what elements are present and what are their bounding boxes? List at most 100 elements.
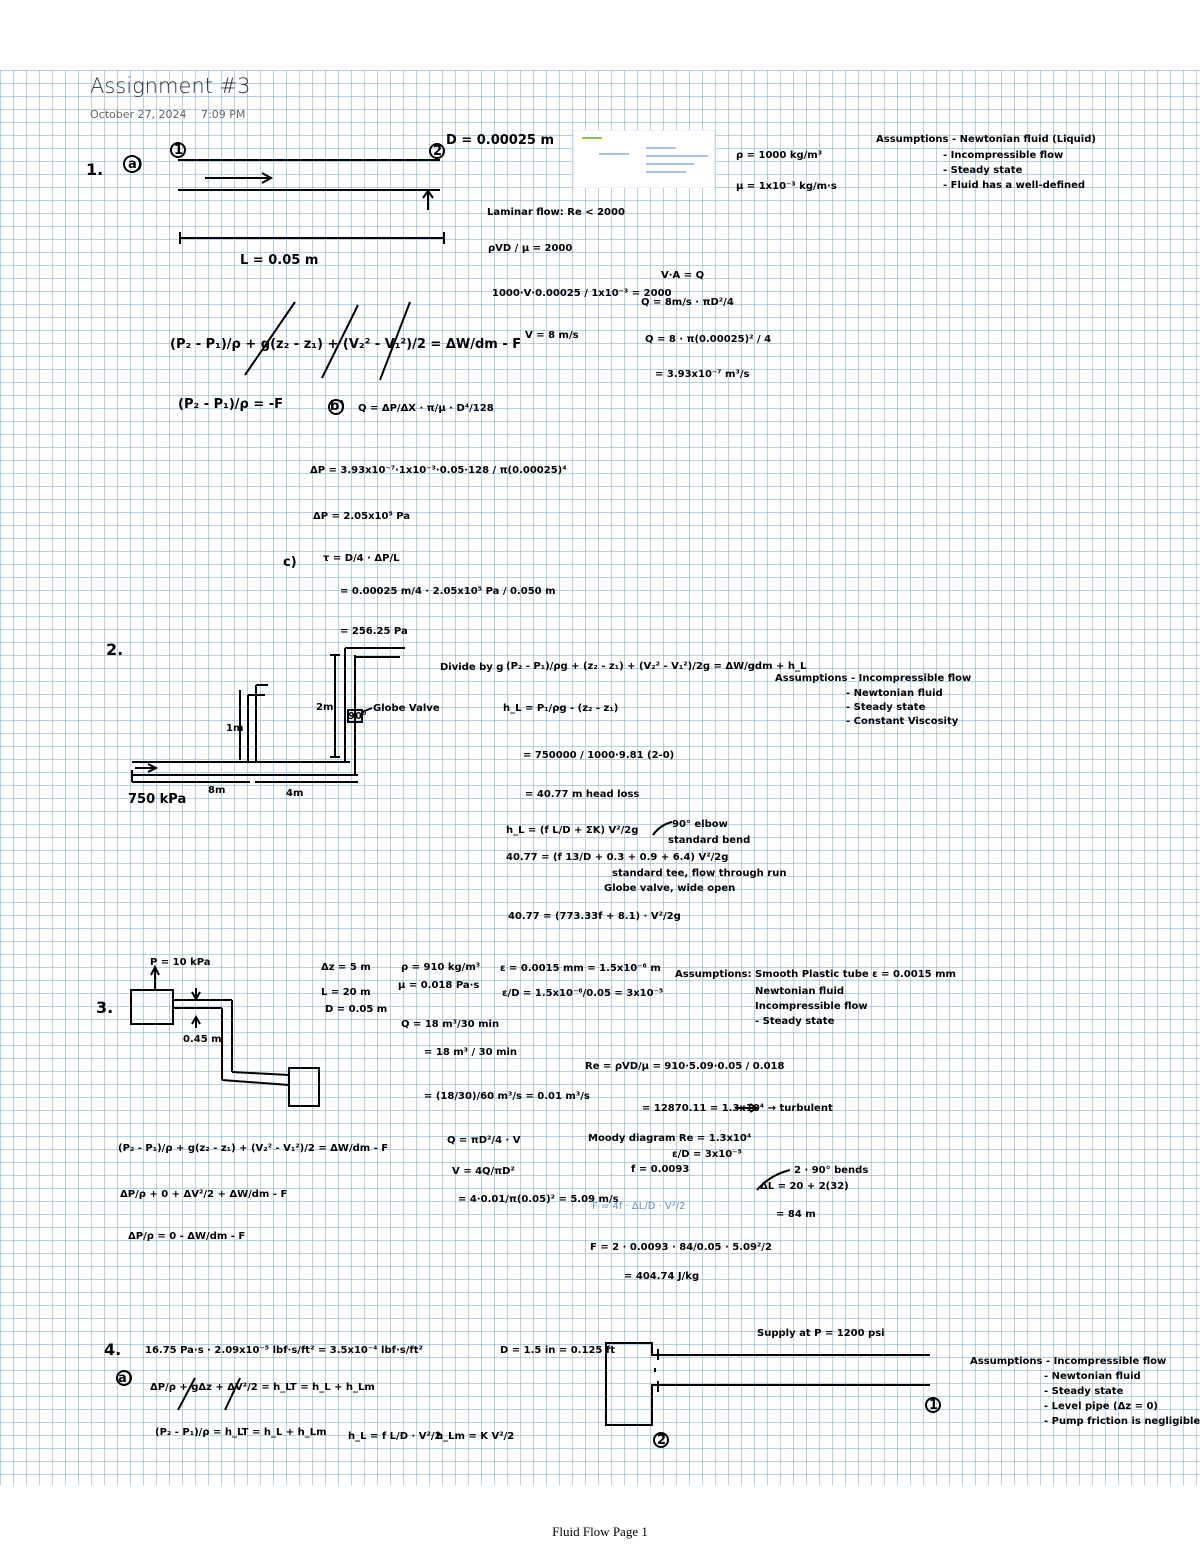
p2-elbow-label: 90° bbox=[348, 711, 367, 722]
p1-bernoulli: (P₂ - P₁)/ρ + g(z₂ - z₁) + (V₂² - V₁²)/2… bbox=[170, 337, 522, 352]
p3-flow-2: = 18 m³ / 30 min bbox=[424, 1047, 518, 1058]
p1-shear-2: = 0.00025 m/4 · 2.05x10⁵ Pa / 0.050 m bbox=[340, 586, 556, 597]
p3-moody: Moody diagram Re = 1.3x10⁴ bbox=[588, 1133, 752, 1144]
p1-reynolds-1: ρVD / μ = 2000 bbox=[488, 243, 573, 254]
p4-assumption: - Level pipe (Δz = 0) bbox=[1044, 1401, 1159, 1412]
p1-vaq: V·A = Q bbox=[661, 270, 705, 281]
p3-roughness: ε = 0.0015 mm = 1.5x10⁻⁶ m bbox=[500, 963, 661, 974]
p4-eq-2: (P₂ - P₁)/ρ = h_LT = h_L + h_Lm bbox=[155, 1427, 327, 1438]
p2-headloss-1: h_L = P₁/ρg - (z₂ - z₁) bbox=[503, 703, 619, 714]
p4-eq-3: h_L = f L/D · V²/2 bbox=[348, 1431, 442, 1442]
p3-bernoulli-3: ΔP/ρ = 0 - ΔW/dm - F bbox=[128, 1231, 246, 1242]
p3-flow-eq: Q = πD²/4 · V bbox=[447, 1135, 521, 1146]
p3-viscosity: μ = 0.018 Pa·s bbox=[398, 980, 480, 991]
p4-part-a: a) bbox=[118, 1371, 133, 1386]
p4-assumptions-title: Assumptions - Incompressible flow bbox=[970, 1356, 1167, 1367]
page-footer: Fluid Flow Page 1 bbox=[552, 1524, 648, 1539]
graph-paper-background bbox=[0, 70, 1200, 1485]
problem-4-number: 4. bbox=[104, 1340, 122, 1359]
p4-viscosity-conversion: 16.75 Pa·s · 2.09x10⁻⁵ lbf·s/ft² = 3.5x1… bbox=[145, 1345, 423, 1356]
p3-velocity-2: = 4·0.01/π(0.05)² = 5.09 m/s bbox=[458, 1194, 619, 1205]
p4-bernoulli: ΔP/ρ + gΔz + ΔV²/2 = h_LT = h_L + h_Lm bbox=[150, 1382, 375, 1393]
p1-shear-3: = 256.25 Pa bbox=[340, 626, 408, 637]
p1-assumption: - Incompressible flow bbox=[943, 150, 1064, 161]
p1-assumptions-title: Assumptions - Newtonian fluid (Liquid) bbox=[876, 134, 1096, 145]
p1-shear-1: τ = D/4 · ΔP/L bbox=[323, 553, 400, 564]
p1-point-1: 1 bbox=[174, 143, 184, 158]
problem-2-number: 2. bbox=[106, 640, 124, 659]
p4-eq-4: h_Lm = K V²/2 bbox=[436, 1431, 515, 1442]
p1-part-c: c) bbox=[283, 555, 297, 570]
p1-point-2: 2 bbox=[433, 144, 443, 159]
p2-distance-2: 4m bbox=[286, 788, 304, 799]
p4-point-1: 1 bbox=[929, 1398, 939, 1413]
p1-reynolds-2: 1000·V·0.00025 / 1x10⁻³ = 2000 bbox=[492, 288, 672, 299]
p2-height-1: 1m bbox=[226, 723, 244, 734]
p1-bernoulli-reduced: (P₂ - P₁)/ρ = -F bbox=[178, 397, 284, 412]
p3-assumption: Newtonian fluid bbox=[755, 986, 845, 997]
p3-moody-2: ε/D = 3x10⁻⁵ bbox=[672, 1149, 742, 1160]
p3-bernoulli-2: ΔP/ρ + 0 + ΔV²/2 + ΔW/dm - F bbox=[120, 1189, 288, 1200]
p3-length: L = 20 m bbox=[321, 987, 371, 998]
p3-friction-1: F = 2 · 0.0093 · 84/0.05 · 5.09²/2 bbox=[590, 1242, 772, 1253]
p2-headloss-6: 40.77 = (773.33f + 8.1) · V²/2g bbox=[508, 911, 681, 922]
p2-divide-g: Divide by g bbox=[440, 662, 504, 673]
p2-headloss-4: h_L = (f L/D + ΣK) V²/2g bbox=[506, 825, 639, 836]
p1-assumption: - Fluid has a well-defined bbox=[943, 180, 1086, 191]
p1-assumption: - Steady state bbox=[943, 165, 1023, 176]
p3-tank-pressure: P = 10 kPa bbox=[150, 957, 211, 968]
p2-assumption: - Steady state bbox=[846, 702, 926, 713]
p3-flow-1: Q = 18 m³/30 min bbox=[401, 1019, 500, 1030]
p1-flow-1: Q = 8m/s · πD²/4 bbox=[641, 297, 734, 308]
p3-assumption: Incompressible flow bbox=[755, 1001, 868, 1012]
p2-assumption: - Constant Viscosity bbox=[846, 716, 959, 727]
p1-dp-1: ΔP = 3.93x10⁻⁷·1x10⁻³·0.05·128 / π(0.000… bbox=[310, 465, 567, 476]
p2-note: 90° elbow bbox=[672, 819, 728, 830]
p3-assumption: - Steady state bbox=[755, 1016, 835, 1027]
p3-friction-2: = 404.74 J/kg bbox=[624, 1271, 700, 1282]
p3-density: ρ = 910 kg/m³ bbox=[401, 962, 481, 973]
problem-3-number: 3. bbox=[96, 998, 114, 1017]
p1-flow-2: Q = 8 · π(0.00025)² / 4 bbox=[645, 334, 772, 345]
problem-1-number: 1. bbox=[86, 160, 104, 179]
p2-note: standard bend bbox=[668, 835, 751, 846]
p1-laminar: Laminar flow: Re < 2000 bbox=[487, 207, 625, 218]
p2-height-2: 2m bbox=[316, 702, 334, 713]
p3-bernoulli-1: (P₂ - P₁)/ρ + g(z₂ - z₁) + (V₂² - V₁²)/2… bbox=[118, 1143, 389, 1154]
p3-distance: 0.45 m bbox=[183, 1034, 222, 1045]
p1-flow-3: = 3.93x10⁻⁷ m³/s bbox=[655, 369, 750, 380]
p3-bends: 2 · 90° bends bbox=[794, 1165, 869, 1176]
p2-distance-1: 8m bbox=[208, 785, 226, 796]
p1-diameter: D = 0.00025 m bbox=[446, 133, 555, 148]
p1-part-b: b) bbox=[330, 399, 346, 414]
p4-assumption: - Steady state bbox=[1044, 1386, 1124, 1397]
p2-note: Globe valve, wide open bbox=[604, 883, 736, 894]
p2-valve-label: Globe Valve bbox=[373, 703, 440, 714]
p2-note: standard tee, flow through run bbox=[612, 868, 787, 879]
p3-total-length-2: = 84 m bbox=[776, 1209, 816, 1220]
p4-supply: Supply at P = 1200 psi bbox=[757, 1328, 885, 1339]
p3-relative-roughness: ε/D = 1.5x10⁻⁶/0.05 = 3x10⁻⁵ bbox=[502, 988, 664, 999]
p3-reynolds-1: Re = ρVD/μ = 910·5.09·0.05 / 0.018 bbox=[585, 1061, 785, 1072]
p3-friction-eq: F = 4f · ΔL/D · V²/2 bbox=[592, 1201, 686, 1212]
p1-viscosity: μ = 1x10⁻³ kg/m·s bbox=[736, 181, 837, 192]
page-date: October 27, 2024 bbox=[90, 108, 187, 121]
p1-hagen-poiseuille: Q = ΔP/ΔX · π/μ · D⁴/128 bbox=[358, 403, 494, 414]
p3-reynolds-2: = 12870.11 = 1.3x10⁴ → turbulent bbox=[642, 1103, 833, 1114]
p4-diameter: D = 1.5 in = 0.125 ft bbox=[500, 1345, 615, 1356]
p1-dp-2: ΔP = 2.05x10⁵ Pa bbox=[313, 511, 411, 522]
p1-density: ρ = 1000 kg/m³ bbox=[736, 150, 823, 161]
page-title: Assignment #3 bbox=[90, 74, 251, 98]
p1-part-a: a) bbox=[128, 157, 143, 172]
p3-velocity-1: V = 4Q/πD² bbox=[452, 1166, 515, 1177]
p1-length: L = 0.05 m bbox=[240, 253, 319, 268]
p2-assumption: - Newtonian fluid bbox=[846, 688, 943, 699]
p3-friction-factor: f = 0.0093 bbox=[631, 1164, 690, 1175]
page-time: 7:09 PM bbox=[201, 108, 246, 121]
p4-assumption: - Pump friction is negligible bbox=[1044, 1416, 1200, 1427]
p1-velocity: V = 8 m/s bbox=[525, 330, 579, 341]
pasted-chart-thumbnail bbox=[573, 130, 715, 188]
p2-inlet-pressure: 750 kPa bbox=[128, 792, 187, 807]
p3-diameter: D = 0.05 m bbox=[325, 1004, 388, 1015]
